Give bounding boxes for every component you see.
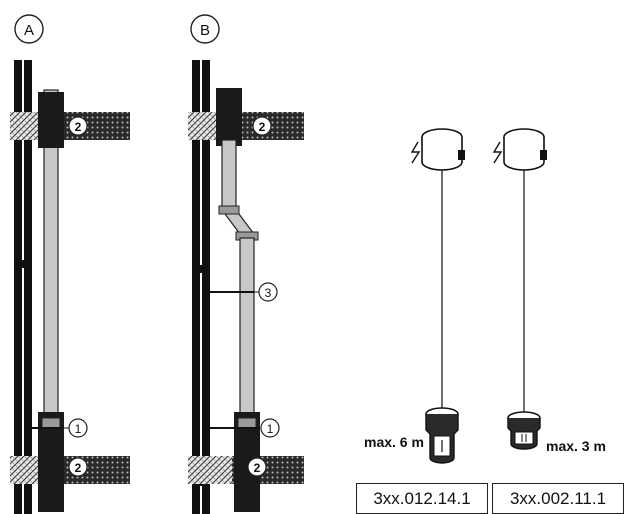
lightning-icon — [410, 141, 421, 164]
pipe-clamp-icon — [421, 128, 465, 171]
callout-a-top: 2 — [68, 116, 88, 136]
svg-text:2: 2 — [259, 120, 266, 134]
product-2 — [492, 128, 547, 450]
pipe-clamp-icon — [503, 128, 547, 171]
callout-b-clamp: 1 — [260, 418, 280, 438]
product-code-1: 3xx.012.14.1 — [356, 483, 488, 514]
variant-b: B 2 3 1 — [188, 14, 304, 514]
callout-a-clamp: 1 — [64, 418, 88, 438]
svg-text:2: 2 — [254, 461, 261, 475]
pipe-socket-icon — [425, 407, 459, 464]
svg-text:1: 1 — [75, 422, 82, 436]
variant-a: A 2 1 2 — [10, 14, 130, 514]
variant-b-label: B — [200, 22, 210, 39]
variant-a-badge — [14, 14, 44, 44]
product-1 — [410, 128, 465, 464]
variant-a-label: A — [24, 22, 34, 39]
product-code-2: 3xx.002.11.1 — [492, 483, 624, 514]
vertical-pipe-b-upper — [221, 139, 237, 211]
svg-text:2: 2 — [75, 120, 82, 134]
max-length-label-2: max. 3 m — [546, 438, 606, 454]
pipe-socket-icon — [507, 411, 541, 450]
callout-a-bottom: 2 — [68, 457, 88, 477]
variant-b-badge — [190, 14, 220, 44]
callout-b-top: 2 — [252, 116, 272, 136]
callout-b-mid: 3 — [254, 282, 278, 302]
svg-text:2: 2 — [75, 461, 82, 475]
lightning-icon — [492, 141, 503, 164]
callout-b-bottom: 2 — [247, 457, 267, 477]
max-length-label-1: max. 6 m — [364, 434, 424, 450]
svg-text:3: 3 — [265, 286, 272, 300]
svg-text:1: 1 — [267, 422, 274, 436]
